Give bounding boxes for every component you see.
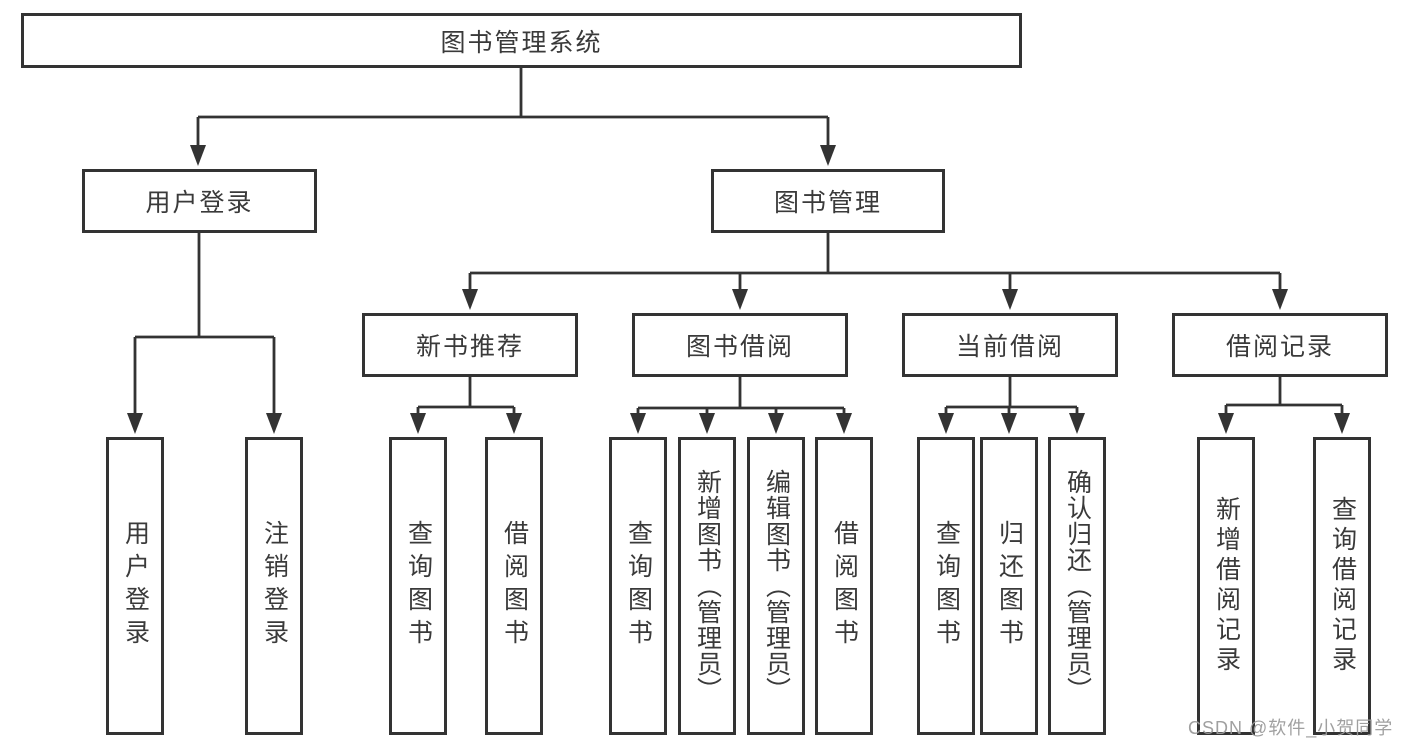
leaf-label: 归还图书 [995, 520, 1024, 652]
leaf-label: 编辑图书（管理员） [762, 469, 791, 703]
node-current-borrow: 当前借阅 [902, 313, 1118, 377]
leaf-nbr-borrow-book: 借阅图书 [485, 437, 543, 735]
leaf-label: 注销登录 [260, 520, 289, 652]
leaf-label: 查询图书 [624, 520, 653, 652]
node-user-login: 用户登录 [82, 169, 317, 233]
connector-newbook-to-leaves [410, 377, 522, 434]
node-book-borrow: 图书借阅 [632, 313, 848, 377]
connector-bookborrow-to-leaves [630, 377, 852, 434]
leaf-label: 借阅图书 [500, 520, 529, 652]
arrowhead [1002, 289, 1018, 310]
arrowhead [506, 413, 522, 434]
leaf-cb-query-book: 查询图书 [917, 437, 975, 735]
node-borrow-records: 借阅记录 [1172, 313, 1388, 377]
node-label: 图书借阅 [685, 333, 794, 361]
connector-userlogin-to-leaves [127, 233, 282, 434]
leaf-label: 借阅图书 [830, 520, 859, 652]
leaf-label: 确认归还（管理员） [1063, 469, 1092, 703]
node-label: 图书管理系统 [440, 28, 603, 57]
arrowhead [410, 413, 426, 434]
leaf-label: 用户登录 [121, 520, 150, 652]
arrowhead [1001, 413, 1017, 434]
node-book-management: 图书管理 [711, 169, 945, 233]
node-label: 新书推荐 [415, 333, 524, 361]
arrowhead [1334, 413, 1350, 434]
leaf-cb-return-book: 归还图书 [980, 437, 1038, 735]
connector-borrowrecords-to-leaves [1218, 377, 1350, 434]
arrowhead [190, 145, 206, 166]
leaf-label: 查询图书 [932, 520, 961, 652]
leaf-br-add-record: 新增借阅记录 [1197, 437, 1255, 735]
leaf-label: 新增借阅记录 [1212, 496, 1241, 676]
leaf-bb-edit-book-admin: 编辑图书（管理员） [747, 437, 805, 735]
connector-currentborrow-to-leaves [938, 377, 1085, 434]
arrowhead [462, 289, 478, 310]
node-label: 用户登录 [145, 189, 254, 217]
leaf-logout: 注销登录 [245, 437, 303, 735]
arrowhead [768, 413, 784, 434]
leaf-label: 查询借阅记录 [1328, 496, 1357, 676]
watermark: CSDN @软件_小贺同学 [1188, 718, 1394, 738]
leaf-bb-borrow-book: 借阅图书 [815, 437, 873, 735]
arrowhead [1069, 413, 1085, 434]
arrowhead [938, 413, 954, 434]
node-new-book-recommend: 新书推荐 [362, 313, 578, 377]
arrowhead [820, 145, 836, 166]
node-root-library-management-system: 图书管理系统 [21, 13, 1022, 68]
leaf-bb-add-book-admin: 新增图书（管理员） [678, 437, 736, 735]
arrowhead [1272, 289, 1288, 310]
node-label: 当前借阅 [955, 333, 1064, 361]
arrowhead [836, 413, 852, 434]
leaf-bb-query-book: 查询图书 [609, 437, 667, 735]
node-label: 图书管理 [773, 189, 882, 217]
arrowhead [127, 413, 143, 434]
node-label: 借阅记录 [1225, 333, 1334, 361]
leaf-label: 新增图书（管理员） [693, 469, 722, 703]
arrowhead [699, 413, 715, 434]
arrowhead [266, 413, 282, 434]
leaf-user-login: 用户登录 [106, 437, 164, 735]
arrowhead [732, 289, 748, 310]
leaf-br-query-record: 查询借阅记录 [1313, 437, 1371, 735]
connector-root-to-level2 [190, 68, 836, 166]
arrowhead [1218, 413, 1234, 434]
leaf-label: 查询图书 [404, 520, 433, 652]
leaf-nbr-query-book: 查询图书 [389, 437, 447, 735]
connector-bookmgmt-to-level3 [462, 233, 1288, 310]
arrowhead [630, 413, 646, 434]
leaf-cb-confirm-return-admin: 确认归还（管理员） [1048, 437, 1106, 735]
